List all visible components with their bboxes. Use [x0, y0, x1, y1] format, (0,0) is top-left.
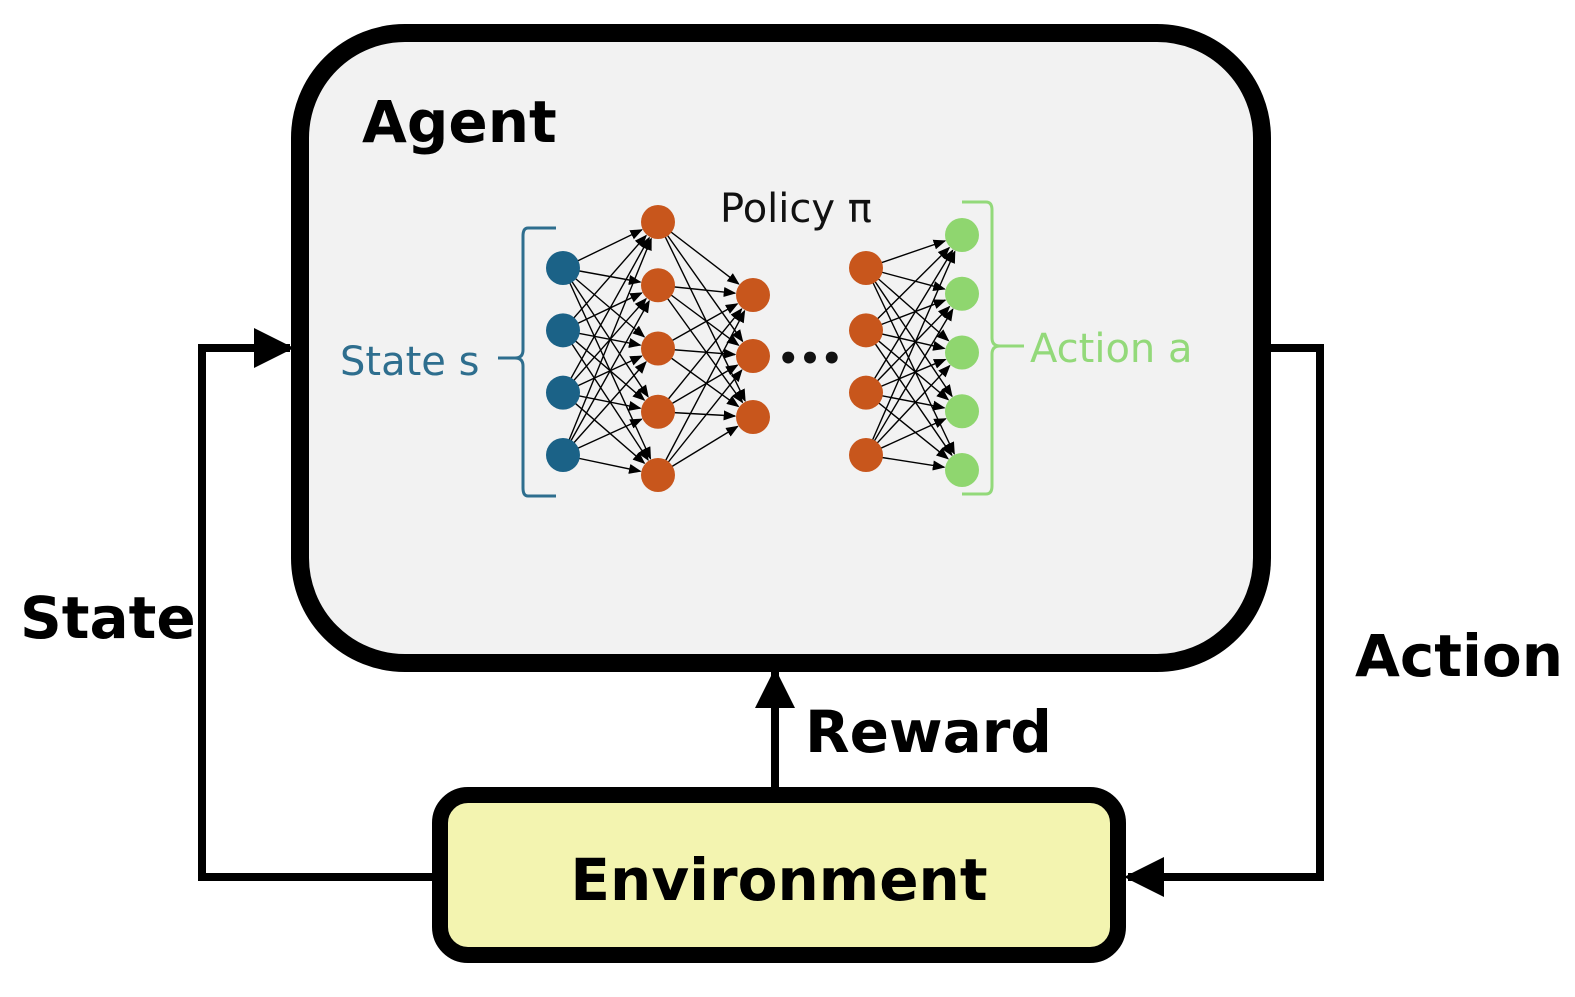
network-edge [562, 236, 650, 394]
hidden-node [641, 331, 675, 366]
network-edge [657, 369, 743, 476]
network-edge [562, 237, 652, 456]
network-edge [562, 299, 650, 456]
state-input-label: State s [340, 339, 479, 385]
network-edge [562, 360, 647, 456]
output-node [945, 335, 979, 370]
action-output-label: Action a [1030, 326, 1193, 372]
network-edge [865, 305, 951, 394]
hidden-node [641, 205, 675, 239]
output-node [945, 394, 979, 429]
hidden-node [849, 438, 883, 472]
network-nodes [546, 205, 979, 492]
network-edge [865, 308, 954, 456]
input-node [546, 375, 580, 410]
network-edge [562, 329, 649, 462]
network-edge [657, 309, 746, 476]
input-brace [498, 226, 556, 498]
network-edge [865, 249, 954, 394]
agent-title: Agent [362, 88, 557, 156]
environment-box [432, 787, 1126, 963]
network-edge [562, 392, 646, 465]
hidden-node [641, 394, 675, 429]
network-edge [865, 364, 951, 456]
network-edge [865, 250, 956, 456]
hidden-node [736, 339, 770, 373]
network-edge [657, 221, 744, 343]
reward-flow-label: Reward [805, 698, 1052, 766]
hidden-node [641, 458, 675, 492]
input-node [546, 313, 580, 348]
network-edge [865, 329, 950, 401]
network-edge [865, 329, 953, 457]
hidden-node [849, 375, 883, 410]
agent-box [291, 24, 1271, 672]
layer-ellipsis: ••• [777, 339, 842, 379]
network-edge [865, 267, 950, 342]
network-edge [657, 307, 743, 413]
state-flow-arrow [198, 328, 440, 881]
hidden-node [641, 268, 675, 303]
network-edge [562, 267, 646, 338]
state-flow-label: State [20, 584, 196, 652]
network-edge [865, 246, 951, 331]
input-node [546, 438, 580, 472]
policy-label: Policy π [720, 186, 872, 232]
environment-title: Environment [570, 846, 987, 914]
network-edge [562, 234, 647, 331]
action-flow-arrow [1124, 344, 1324, 897]
network-edge [562, 329, 646, 401]
network-edge [865, 267, 953, 398]
hidden-node [849, 251, 883, 285]
hidden-node [736, 278, 770, 312]
action-flow-label: Action [1355, 622, 1563, 690]
output-brace [962, 200, 1024, 496]
network-edge [657, 284, 744, 404]
output-node [945, 276, 979, 311]
hidden-node [736, 400, 770, 434]
input-node [546, 251, 580, 285]
network-edge [562, 297, 647, 394]
network-edge [865, 392, 949, 460]
output-node [945, 453, 979, 487]
hidden-node [849, 313, 883, 348]
output-node [945, 218, 979, 252]
